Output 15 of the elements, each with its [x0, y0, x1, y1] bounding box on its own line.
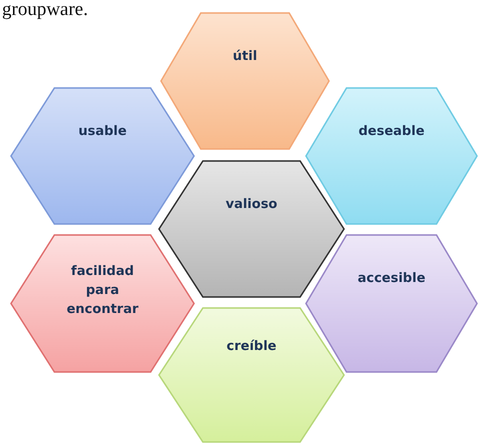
hexagon-tile	[305, 87, 478, 225]
hexagon-tile	[305, 234, 478, 373]
hexagon-tile	[10, 234, 195, 373]
hexagon-tile	[160, 12, 330, 150]
hexagon-tile	[10, 87, 195, 225]
tile-label: valioso	[224, 196, 278, 214]
tile-label: usable	[77, 123, 128, 141]
hexagon-tile	[158, 160, 345, 298]
hexagon-tile	[158, 307, 345, 443]
text-fragment: groupware.	[2, 0, 88, 20]
tile-label: accesible	[356, 270, 426, 288]
tile-label: creíble	[226, 338, 278, 356]
tile-label: deseable	[357, 123, 426, 141]
tile-label: útil	[232, 48, 258, 66]
tile-label: facilidad para encontrar	[66, 263, 140, 319]
